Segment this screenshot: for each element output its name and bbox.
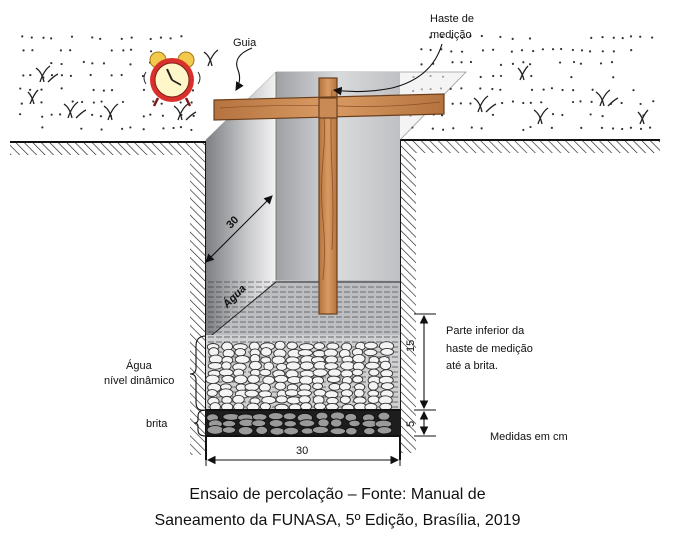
measuring-rod: [318, 77, 338, 315]
alarm-clock-icon: [143, 51, 201, 107]
soil-surface-dots: [19, 34, 655, 132]
parte-inferior-line2: haste de medição: [446, 343, 533, 355]
dim-15-label: 15: [405, 340, 417, 352]
ground-right: [399, 139, 660, 460]
dim-30-bottom-label: 30: [296, 445, 308, 457]
caption-line1: Ensaio de percolação – Fonte: Manual de: [189, 486, 486, 503]
brita-layer: [206, 411, 393, 436]
dim-15: 15: [405, 313, 436, 410]
grass-tufts: [27, 49, 649, 125]
agua-nivel-label-line1: Água: [126, 359, 153, 372]
ground-left: [10, 141, 207, 460]
dim-30-bottom: 30: [205, 440, 401, 466]
percolation-hole: [205, 71, 467, 437]
agua-nivel-label-line2: nível dinâmico: [104, 375, 174, 387]
guia-label: Guia: [233, 37, 257, 49]
parte-inferior-line1: Parte inferior da: [446, 325, 525, 337]
haste-label-line1: Haste de: [430, 13, 474, 25]
caption-line2: Saneamento da FUNASA, 5º Edição, Brasíli…: [154, 512, 521, 529]
guide-board: [213, 93, 445, 121]
agua-nivel-brace: [189, 335, 207, 411]
haste-label-line2: medição: [430, 29, 472, 41]
medidas-label: Medidas em cm: [490, 431, 568, 443]
dim-5-label: 5: [405, 421, 417, 427]
dim-30-diag-line: [205, 195, 273, 263]
parte-inferior-line3: até a brita.: [446, 360, 498, 372]
haste-arrow: [332, 43, 443, 96]
guia-arrow: [235, 47, 253, 91]
dim-5: 5: [405, 409, 436, 437]
gravel-in-water: [205, 340, 395, 413]
brita-label: brita: [146, 418, 168, 430]
brita-brace: [193, 409, 207, 437]
